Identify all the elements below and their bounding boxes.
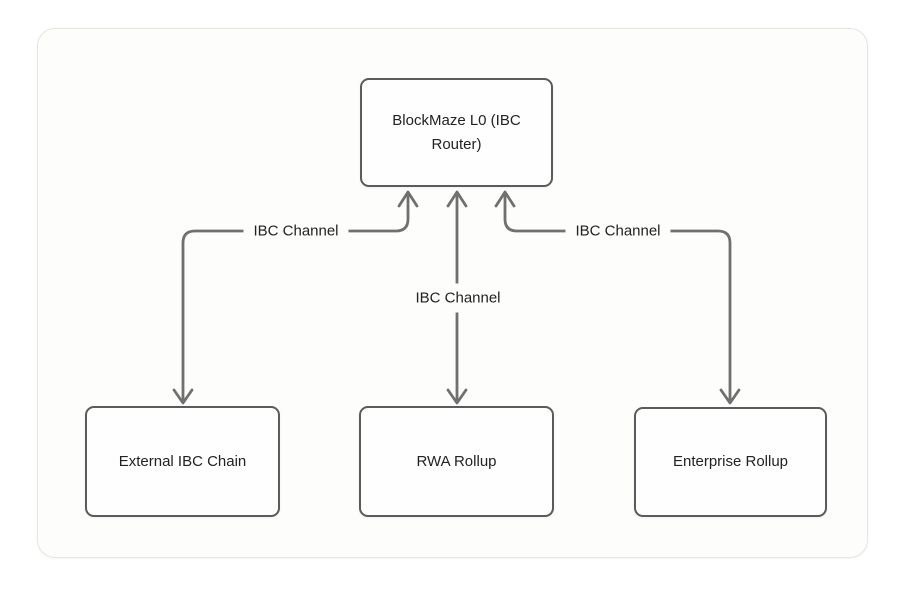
node-enterprise-rollup: Enterprise Rollup (634, 407, 827, 517)
node-enterprise-rollup-label: Enterprise Rollup (672, 453, 789, 470)
node-external-ibc-chain-label: External IBC Chain (118, 452, 247, 470)
node-rwa-rollup: RWA Rollup (359, 406, 554, 517)
node-blockmaze-router-label: BlockMaze L0 (IBC Router) (392, 111, 521, 153)
node-rwa-rollup-label: RWA Rollup (416, 452, 497, 470)
node-blockmaze-router: BlockMaze L0 (IBC Router) (360, 78, 553, 187)
edge-label-middle: IBC Channel (405, 283, 511, 313)
node-external-ibc-chain: External IBC Chain (85, 406, 280, 517)
edge-label-left: IBC Channel (243, 216, 349, 246)
edge-label-right: IBC Channel (565, 216, 671, 246)
